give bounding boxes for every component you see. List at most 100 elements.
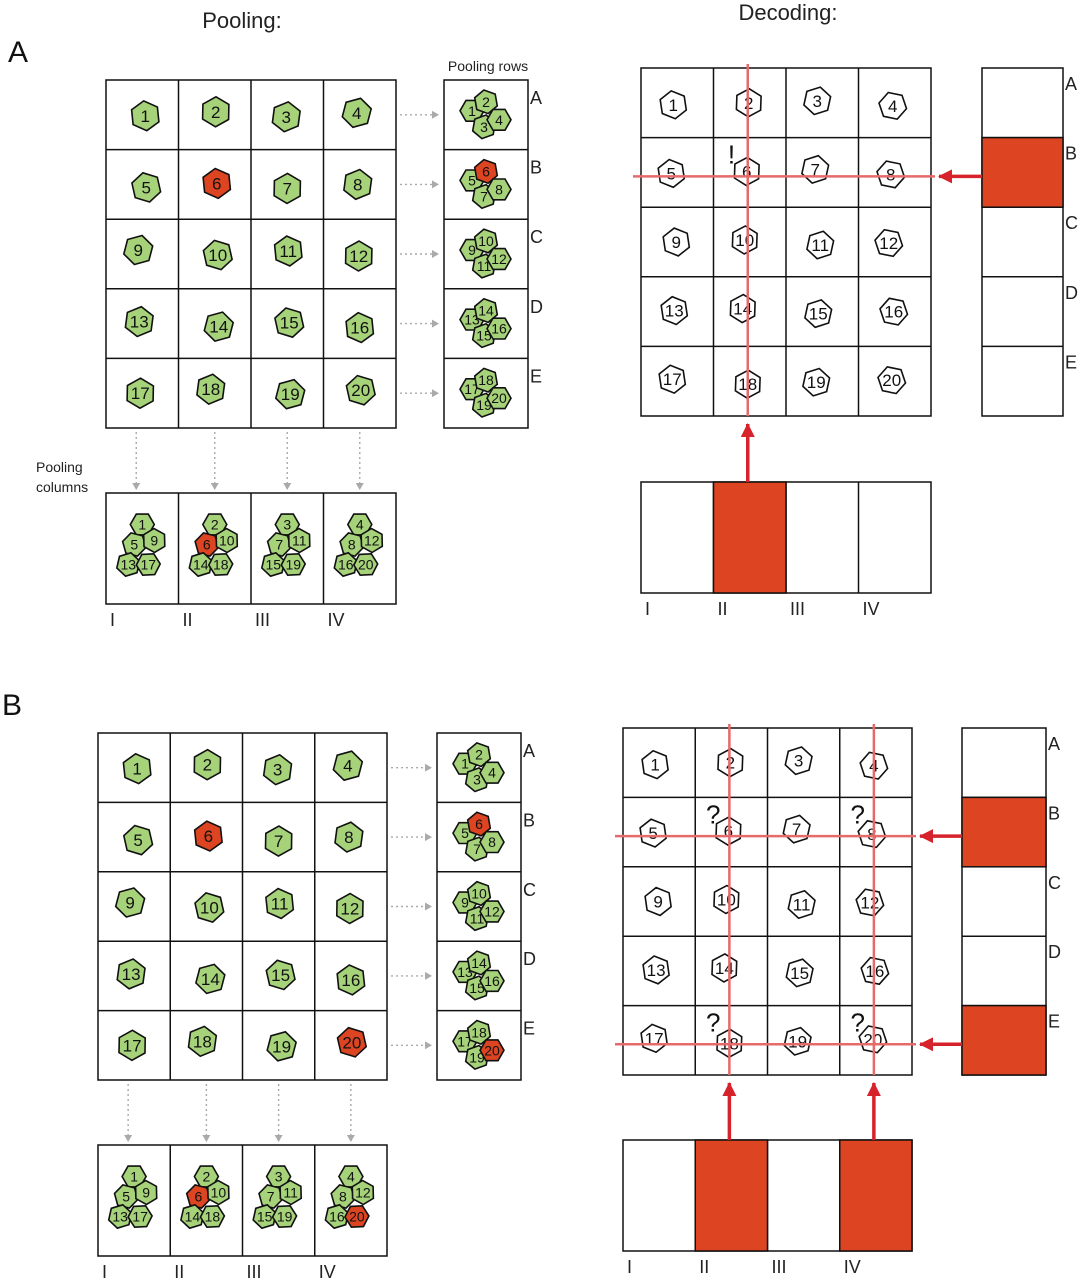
- well-hexagon: [473, 228, 499, 254]
- well-number-label: 15: [265, 557, 281, 573]
- well-number-label: 2: [202, 1169, 210, 1185]
- well-number-label: 5: [133, 831, 142, 850]
- well-number-label: 10: [208, 246, 227, 265]
- well-hexagon: [343, 1204, 370, 1229]
- well-hexagon: [265, 887, 295, 920]
- well-hexagon: [203, 311, 235, 342]
- pooling-row-label: C: [523, 880, 536, 900]
- well-hexagon: [644, 886, 672, 917]
- well-number-label: 9: [468, 242, 476, 258]
- well-hexagon: [345, 374, 376, 406]
- well-number-label: 12: [484, 904, 500, 920]
- well-hexagon: [279, 1179, 303, 1206]
- well-hexagon: [878, 91, 908, 120]
- decoding-heading: Decoding:: [738, 0, 837, 25]
- well-hexagon: [134, 1179, 158, 1206]
- well-hexagon: [879, 297, 909, 326]
- well-number-label: 16: [491, 321, 507, 337]
- well-number-label: 4: [495, 112, 503, 128]
- well-number-label: 10: [200, 899, 219, 918]
- well-number-label: 13: [665, 302, 684, 321]
- pooling-columns-label: Pooling: [36, 459, 83, 475]
- decoding-column-label: III: [790, 599, 805, 619]
- well-hexagon: [207, 552, 234, 577]
- well-number-label: 20: [349, 1209, 365, 1225]
- decoding-mark: !: [728, 140, 735, 170]
- well-hexagon: [352, 552, 379, 577]
- well-number-label: 9: [142, 1185, 150, 1201]
- well-number-label: 8: [495, 181, 503, 197]
- well-hexagon: [802, 367, 831, 397]
- well-number-label: 7: [274, 832, 283, 851]
- well-hexagon: [266, 1030, 297, 1062]
- well-number-label: 19: [788, 1032, 807, 1051]
- well-number-label: 16: [338, 557, 354, 573]
- well-number-label: 6: [194, 1189, 202, 1205]
- well-hexagon: [473, 158, 499, 185]
- well-number-label: 8: [886, 165, 895, 184]
- well-hexagon: [202, 167, 232, 200]
- well-hexagon: [193, 748, 222, 781]
- well-number-label: 15: [257, 1209, 273, 1225]
- well-hexagon: [486, 386, 512, 410]
- well-hexagon: [194, 532, 220, 557]
- well-number-label: 6: [203, 537, 211, 553]
- well-number-label: 2: [203, 756, 212, 775]
- well-hexagon: [258, 1184, 284, 1209]
- well-number-label: 14: [209, 318, 228, 337]
- well-hexagon: [194, 892, 225, 924]
- well-number-label: 14: [201, 970, 220, 989]
- well-number-label: 4: [888, 97, 897, 116]
- pooling-row-label: D: [523, 949, 536, 969]
- well-number-label: 8: [353, 175, 362, 194]
- well-hexagon: [334, 821, 364, 853]
- well-number-label: 1: [130, 1169, 138, 1185]
- well-hexagon: [335, 892, 364, 925]
- decoding-column-label: IV: [844, 1257, 861, 1277]
- well-number-label: 13: [112, 1209, 128, 1225]
- well-hexagon: [479, 830, 505, 854]
- well-number-label: 14: [478, 303, 494, 319]
- well-number-label: 10: [478, 233, 494, 249]
- well-number-label: 1: [650, 756, 659, 775]
- decoding-column-label: I: [627, 1257, 632, 1277]
- positive-column-pool: [712, 481, 787, 594]
- well-number-label: 9: [150, 533, 158, 549]
- well-hexagon: [783, 1026, 812, 1056]
- well-hexagon: [479, 969, 505, 993]
- well-number-label: 11: [477, 258, 492, 274]
- well-number-label: 10: [735, 231, 754, 250]
- well-number-label: 15: [809, 305, 828, 324]
- well-number-label: 10: [717, 891, 736, 910]
- well-number-label: 15: [280, 314, 299, 333]
- well-number-label: 8: [348, 537, 356, 553]
- well-hexagon: [466, 1019, 492, 1046]
- decoding-column-label: IV: [863, 599, 880, 619]
- well-hexagon: [731, 225, 758, 255]
- well-number-label: 11: [470, 911, 485, 927]
- decoding-row-label: B: [1065, 144, 1077, 164]
- well-number-label: 2: [482, 94, 490, 110]
- well-number-label: 17: [140, 557, 156, 573]
- well-hexagon: [641, 749, 669, 780]
- well-hexagon: [466, 880, 492, 907]
- well-number-label: 16: [884, 303, 903, 322]
- well-number-label: 11: [292, 533, 307, 549]
- well-hexagon: [486, 247, 512, 271]
- well-number-label: 13: [647, 961, 666, 980]
- well-number-label: 1: [141, 107, 150, 126]
- well-number-label: 11: [279, 242, 297, 261]
- positive-column-pool: [694, 1139, 769, 1252]
- well-number-label: 6: [482, 163, 490, 179]
- well-hexagon: [271, 100, 301, 133]
- well-hexagon: [466, 950, 492, 976]
- well-number-label: 18: [471, 1024, 487, 1040]
- well-number-label: 19: [281, 385, 300, 404]
- well-hexagon: [215, 527, 239, 554]
- pooling-column-label: IV: [328, 610, 345, 630]
- well-number-label: 8: [488, 834, 496, 850]
- well-hexagon: [142, 527, 166, 554]
- well-number-label: 15: [790, 964, 809, 983]
- well-hexagon: [658, 364, 687, 395]
- well-number-label: 4: [343, 757, 352, 776]
